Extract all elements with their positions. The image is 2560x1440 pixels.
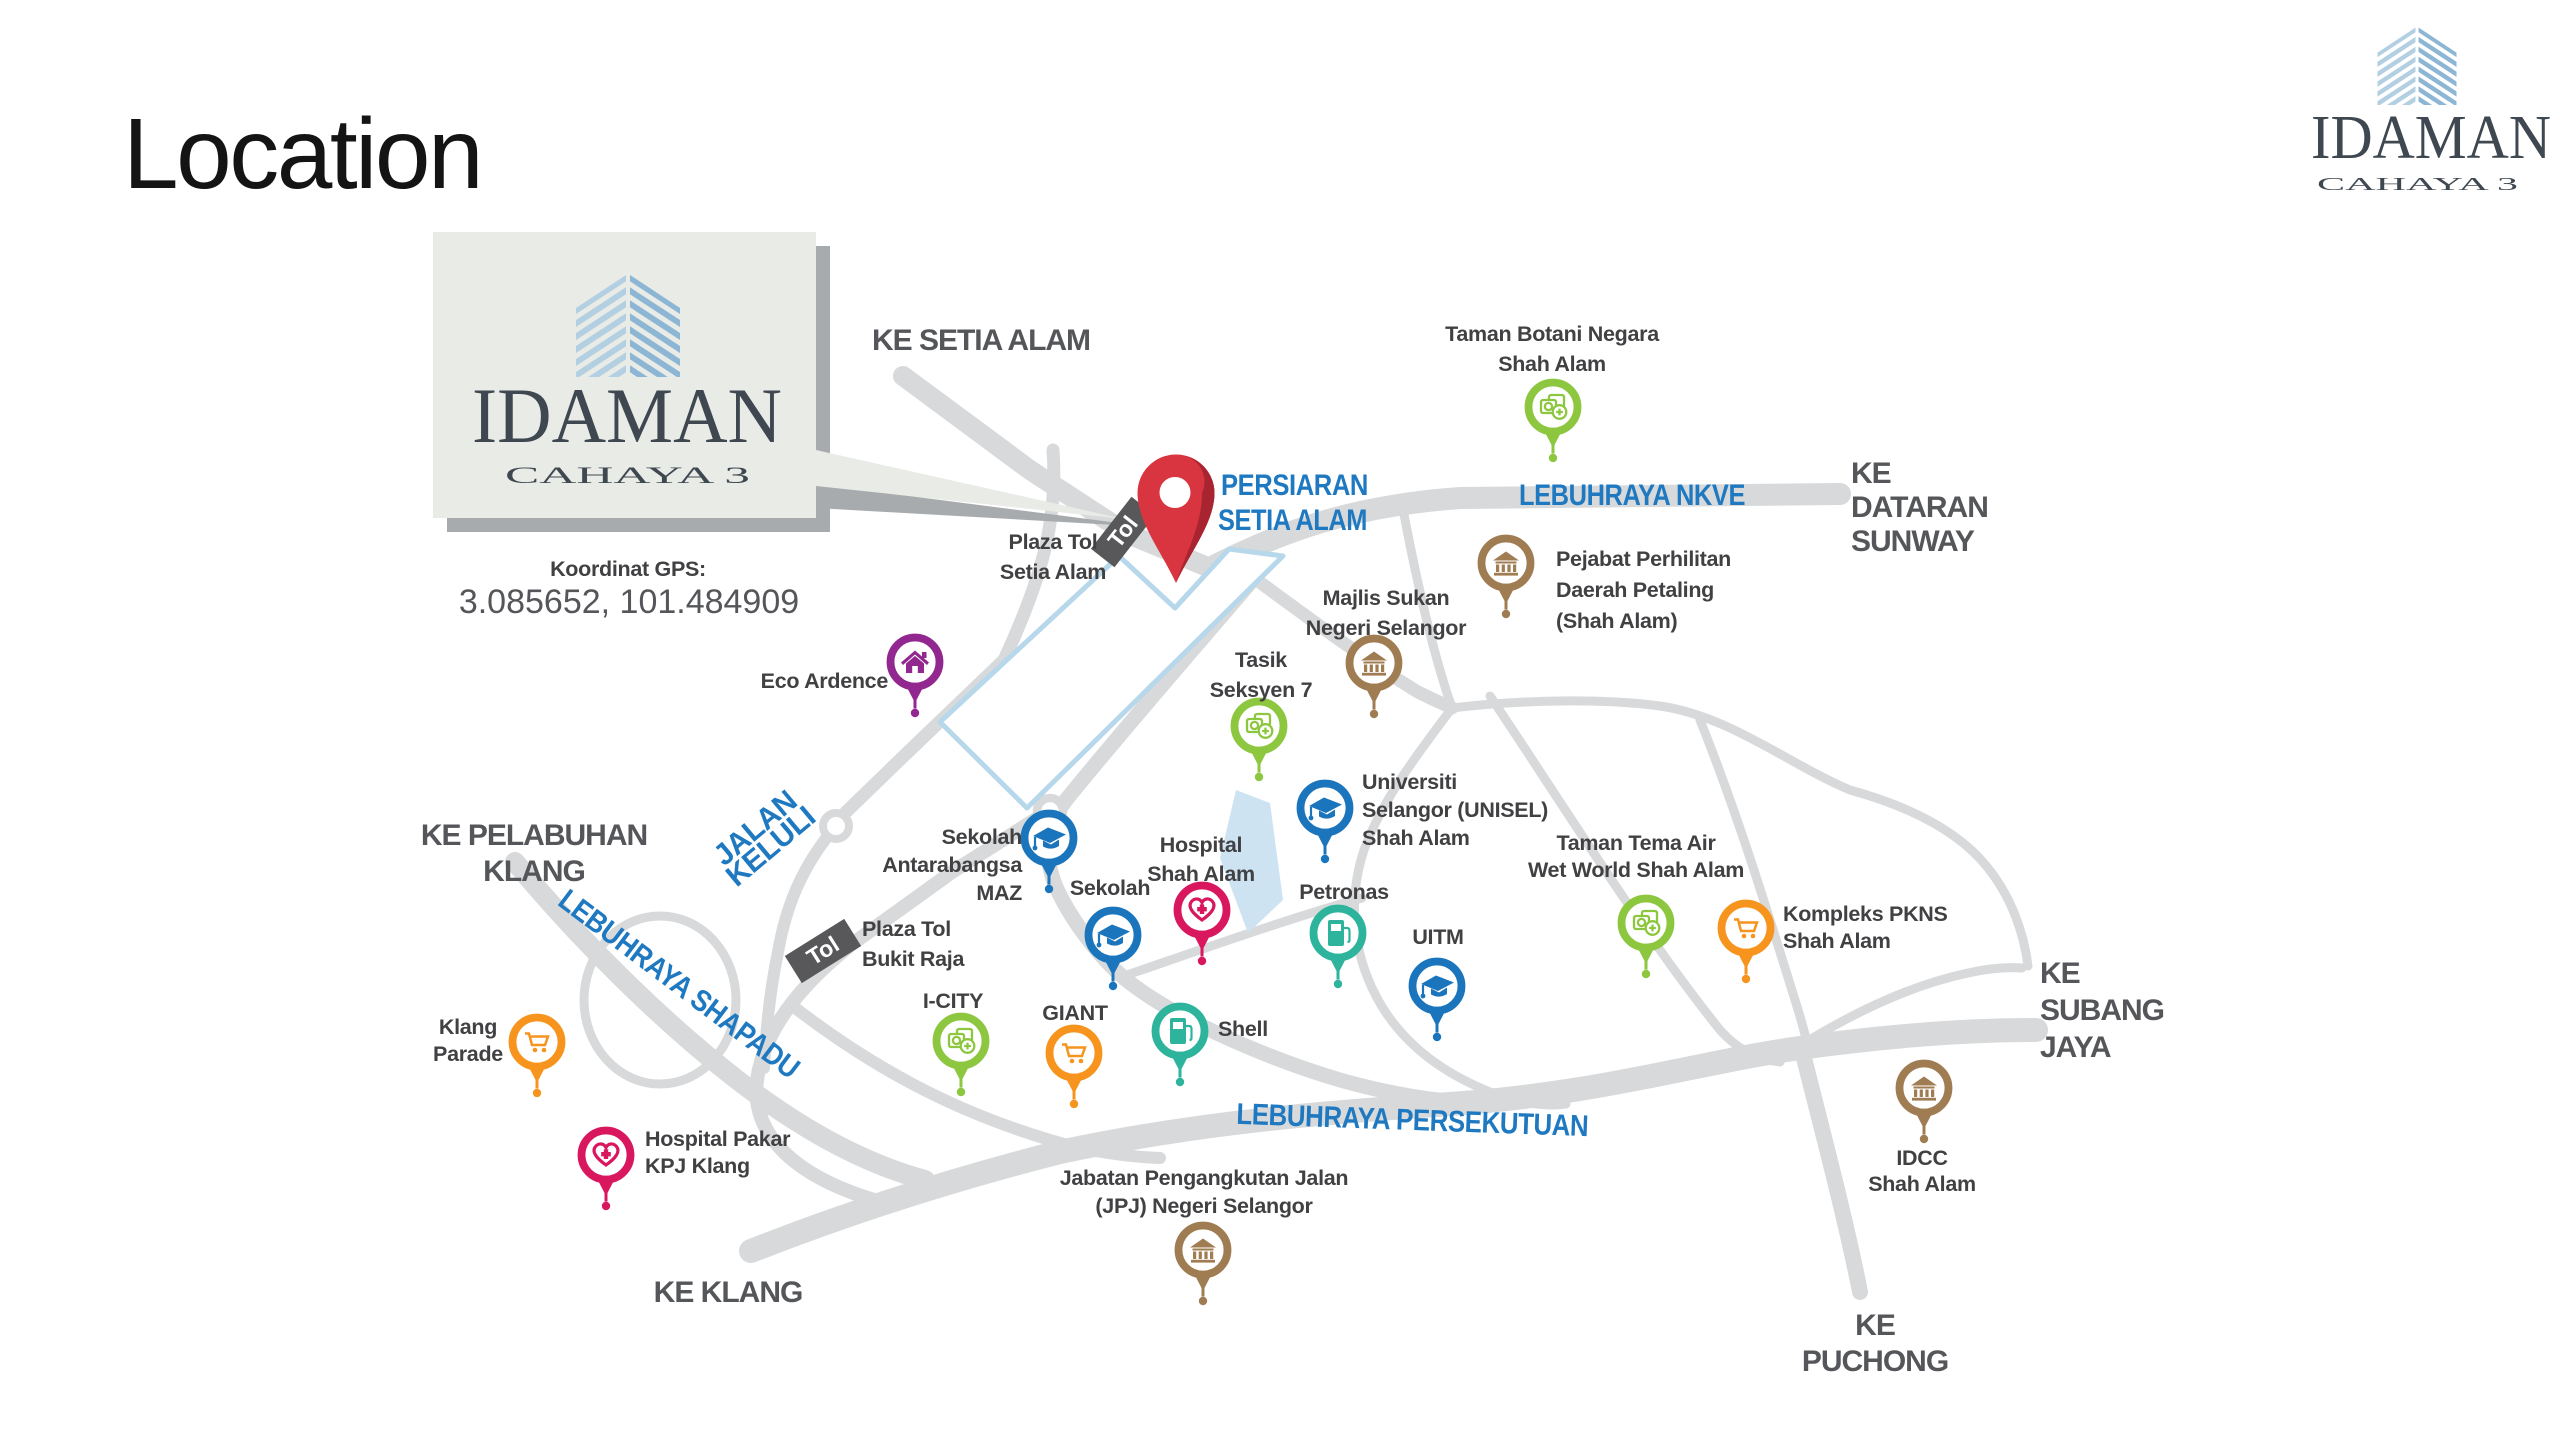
svg-text:Tasik: Tasik	[1235, 648, 1287, 672]
svg-text:PUCHONG: PUCHONG	[1802, 1345, 1948, 1378]
svg-text:Wet World Shah Alam: Wet World Shah Alam	[1528, 858, 1744, 882]
svg-text:Shah Alam: Shah Alam	[1783, 929, 1891, 953]
svg-text:SUNWAY: SUNWAY	[1851, 525, 1975, 558]
svg-text:Setia Alam: Setia Alam	[1000, 560, 1106, 584]
svg-text:Shah Alam: Shah Alam	[1868, 1172, 1976, 1196]
svg-text:UITM: UITM	[1412, 925, 1463, 949]
svg-text:GIANT: GIANT	[1042, 1001, 1108, 1025]
svg-text:Universiti: Universiti	[1362, 770, 1457, 794]
svg-text:Negeri Selangor: Negeri Selangor	[1306, 616, 1467, 640]
svg-text:(Shah Alam): (Shah Alam)	[1556, 609, 1677, 633]
svg-text:Hospital: Hospital	[1160, 833, 1242, 857]
svg-text:Parade: Parade	[433, 1042, 503, 1066]
svg-text:KE: KE	[2040, 957, 2080, 990]
svg-text:JAYA: JAYA	[2040, 1031, 2111, 1064]
svg-text:IDAMAN: IDAMAN	[472, 372, 782, 459]
svg-text:Bukit Raja: Bukit Raja	[862, 947, 965, 971]
svg-text:CAHAYA 3: CAHAYA 3	[2317, 174, 2518, 194]
svg-text:Klang: Klang	[439, 1015, 497, 1039]
svg-text:Eco Ardence: Eco Ardence	[761, 669, 889, 693]
svg-text:KE PELABUHAN: KE PELABUHAN	[421, 819, 647, 852]
svg-text:Taman Tema Air: Taman Tema Air	[1556, 831, 1716, 855]
svg-text:LEBUHRAYA NKVE: LEBUHRAYA NKVE	[1519, 479, 1745, 512]
svg-text:Plaza Tol: Plaza Tol	[862, 917, 951, 941]
svg-text:DATARAN: DATARAN	[1851, 491, 1988, 524]
svg-text:KE: KE	[1851, 457, 1891, 490]
svg-text:KE SETIA ALAM: KE SETIA ALAM	[872, 324, 1090, 357]
svg-text:SETIA ALAM: SETIA ALAM	[1218, 504, 1367, 537]
svg-text:3.085652, 101.484909: 3.085652, 101.484909	[459, 583, 799, 621]
svg-text:KLANG: KLANG	[483, 855, 585, 888]
svg-text:SUBANG: SUBANG	[2040, 994, 2164, 1027]
svg-text:Sekolah: Sekolah	[942, 825, 1022, 849]
svg-text:MAZ: MAZ	[976, 881, 1022, 905]
svg-text:Selangor (UNISEL): Selangor (UNISEL)	[1362, 798, 1548, 822]
svg-text:Majlis Sukan: Majlis Sukan	[1323, 586, 1450, 610]
svg-text:IDAMAN: IDAMAN	[2311, 104, 2551, 172]
svg-text:PERSIARAN: PERSIARAN	[1221, 469, 1368, 502]
svg-text:(JPJ) Negeri Selangor: (JPJ) Negeri Selangor	[1095, 1194, 1313, 1218]
svg-text:Shah Alam: Shah Alam	[1362, 826, 1470, 850]
svg-text:Shell: Shell	[1218, 1017, 1268, 1041]
svg-text:Plaza Tol: Plaza Tol	[1009, 530, 1098, 554]
svg-text:I-CITY: I-CITY	[923, 989, 983, 1013]
svg-text:Pejabat Perhilitan: Pejabat Perhilitan	[1556, 547, 1731, 571]
svg-text:IDCC: IDCC	[1896, 1146, 1947, 1170]
svg-text:Taman Botani Negara: Taman Botani Negara	[1445, 322, 1660, 346]
svg-text:Hospital Pakar: Hospital Pakar	[645, 1127, 791, 1151]
svg-text:Antarabangsa: Antarabangsa	[882, 853, 1023, 877]
svg-text:Kompleks PKNS: Kompleks PKNS	[1783, 902, 1948, 926]
svg-text:CAHAYA 3: CAHAYA 3	[505, 463, 750, 488]
svg-text:Seksyen 7: Seksyen 7	[1210, 678, 1313, 702]
svg-text:Location: Location	[123, 98, 481, 210]
svg-text:Shah Alam: Shah Alam	[1498, 352, 1606, 376]
svg-text:KPJ Klang: KPJ Klang	[645, 1154, 750, 1178]
svg-text:Jabatan Pengangkutan Jalan: Jabatan Pengangkutan Jalan	[1060, 1166, 1349, 1190]
svg-text:Sekolah: Sekolah	[1070, 876, 1150, 900]
svg-text:Shah Alam: Shah Alam	[1147, 862, 1255, 886]
svg-text:Petronas: Petronas	[1299, 880, 1389, 904]
svg-text:Daerah Petaling: Daerah Petaling	[1556, 578, 1714, 602]
svg-text:KE KLANG: KE KLANG	[654, 1276, 803, 1309]
svg-text:Koordinat GPS:: Koordinat GPS:	[550, 557, 706, 581]
svg-text:KE: KE	[1855, 1309, 1895, 1342]
